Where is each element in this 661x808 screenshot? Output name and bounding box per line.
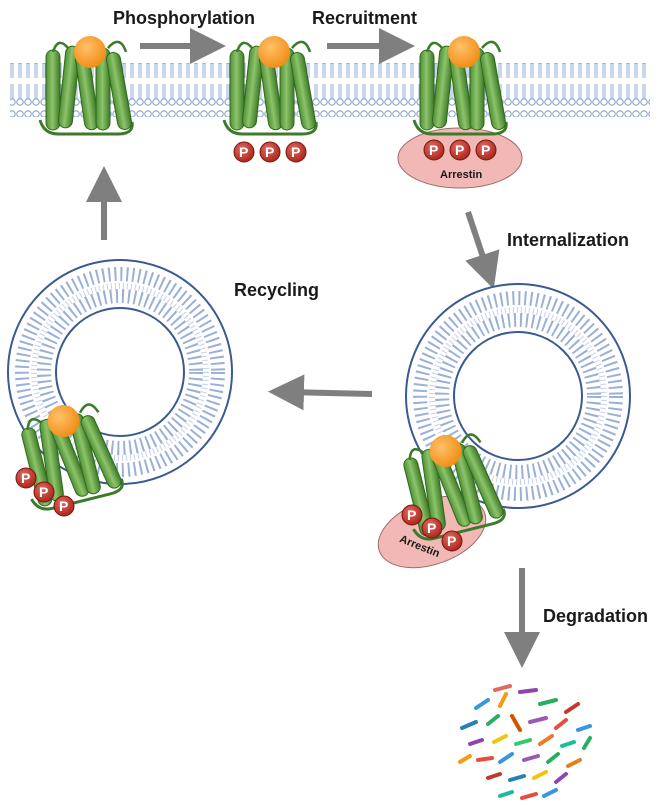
recycling-vesicle [7, 259, 233, 485]
label-recycling: Recycling [234, 280, 319, 300]
label-recruitment: Recruitment [312, 8, 417, 28]
phosphate-group-2: P P P [233, 141, 307, 163]
label-degradation: Degradation [543, 606, 648, 626]
phosphate-label: P [481, 142, 490, 158]
phosphate-label: P [407, 507, 416, 523]
phosphate-label: P [265, 144, 274, 160]
arrestin-label-top: Arrestin [440, 169, 482, 181]
phosphate-label: P [239, 144, 248, 160]
receptor-3 [412, 34, 509, 136]
arrow-internalization [465, 211, 500, 290]
degraded-fragments [458, 684, 592, 800]
phosphate-label: P [39, 484, 48, 500]
phosphate-label: P [291, 144, 300, 160]
phosphate-label: P [429, 142, 438, 158]
phosphate-group-4: P P P [401, 504, 463, 552]
phosphate-group-3: P P P [423, 139, 497, 161]
phosphate-label: P [447, 533, 456, 549]
receptor-2 [222, 34, 319, 136]
phosphate-label: P [21, 470, 30, 486]
phosphate-group-5: P P P [15, 467, 75, 517]
phosphate-label: P [427, 520, 436, 536]
phosphate-label: P [59, 498, 68, 514]
receptor-1 [38, 34, 135, 136]
arrow-recycling [268, 374, 373, 411]
label-phosphorylation: Phosphorylation [113, 8, 255, 28]
label-internalization: Internalization [507, 230, 629, 250]
phosphate-label: P [455, 142, 464, 158]
